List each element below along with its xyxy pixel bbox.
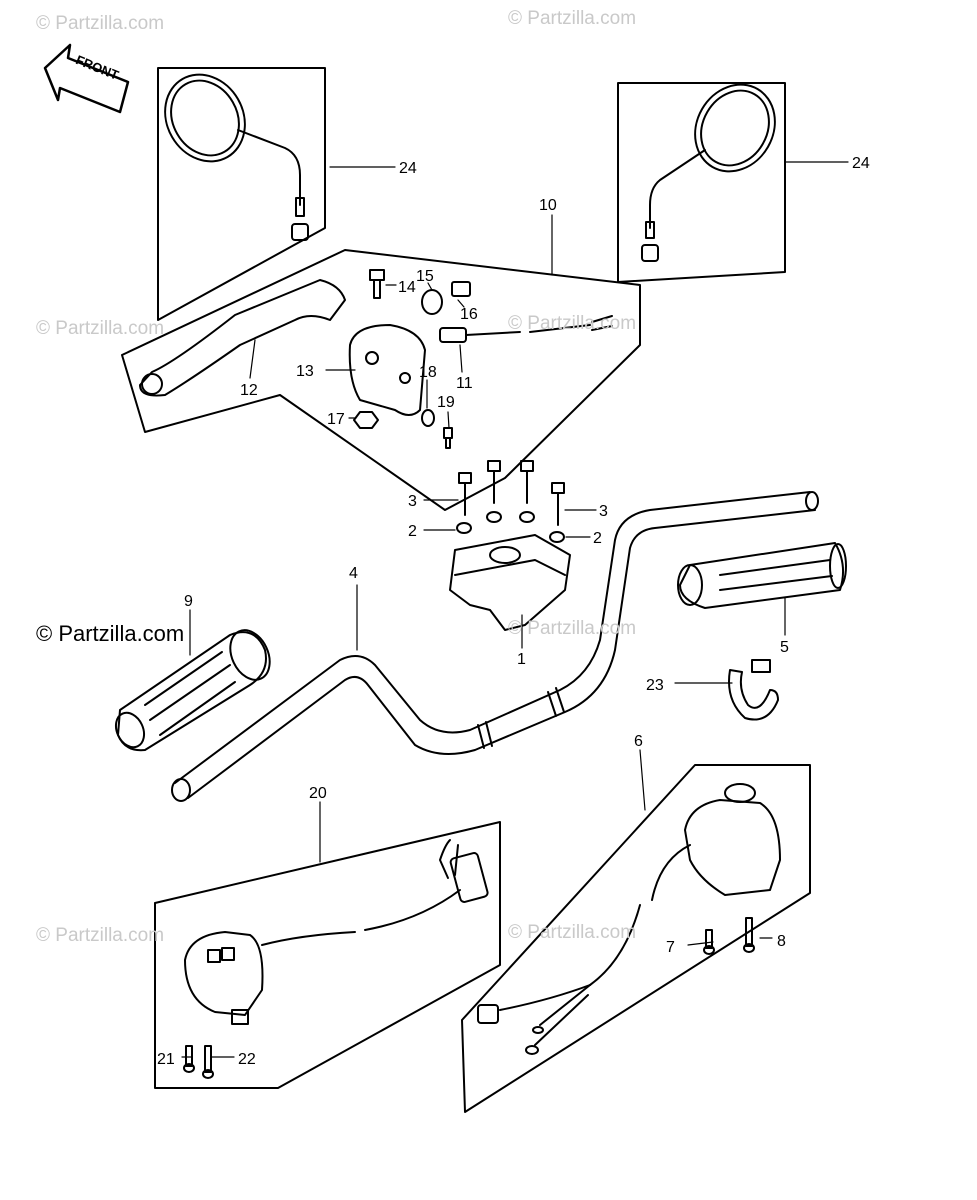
callout-6: 6: [634, 733, 643, 750]
callout-8: 8: [777, 933, 786, 950]
watermark: © Partzilla.com: [36, 925, 165, 946]
right-mirror-panel: [617, 82, 786, 283]
clamp-bolts: [456, 460, 565, 543]
left-grip: [114, 629, 271, 752]
left-switch-panel: [154, 821, 501, 1089]
callout-22: 22: [238, 1051, 256, 1068]
callout-4: 4: [349, 565, 358, 582]
callout-21: 21: [157, 1051, 175, 1068]
right-grip: [677, 542, 847, 609]
cable-band: [728, 659, 779, 721]
callout-11: 11: [456, 375, 473, 392]
callout-16: 16: [460, 306, 478, 323]
right-switch-panel: [461, 764, 811, 1113]
callout-numbers: 1 2 2 3 3 4 5 6 7 8 9 10 11 12 13 14 15 …: [157, 155, 870, 1068]
callout-2-right: 2: [593, 530, 602, 547]
watermark-main: © Partzilla.com: [36, 621, 185, 646]
clutch-lever-panel: [121, 249, 641, 511]
callout-1: 1: [517, 651, 526, 668]
callout-23: 23: [646, 677, 664, 694]
watermark: © Partzilla.com: [508, 313, 637, 334]
callout-2-left: 2: [408, 523, 417, 540]
handlebar: [171, 491, 819, 802]
callout-9: 9: [184, 593, 193, 610]
watermark: © Partzilla.com: [508, 8, 637, 29]
callout-24-left: 24: [399, 160, 417, 177]
watermark: © Partzilla.com: [508, 618, 637, 639]
callout-7: 7: [666, 939, 675, 956]
watermark: © Partzilla.com: [508, 922, 637, 943]
callout-14: 14: [398, 279, 416, 296]
callout-15: 15: [416, 268, 434, 285]
watermark: © Partzilla.com: [36, 318, 165, 339]
left-mirror-panel: [157, 67, 326, 321]
callout-3-right: 3: [599, 503, 608, 520]
callout-18: 18: [419, 364, 437, 381]
watermark: © Partzilla.com: [36, 13, 165, 34]
callout-10: 10: [539, 197, 557, 214]
callout-12: 12: [240, 382, 258, 399]
front-arrow-icon: [43, 43, 130, 114]
leader-lines: [181, 161, 849, 1058]
callout-20: 20: [309, 785, 327, 802]
callout-17: 17: [327, 411, 345, 428]
handlebar-holder: [449, 534, 571, 631]
callout-24-right: 24: [852, 155, 870, 172]
callout-19: 19: [437, 394, 455, 411]
callout-3-left: 3: [408, 493, 417, 510]
callout-5: 5: [780, 639, 789, 656]
callout-13: 13: [296, 363, 314, 380]
